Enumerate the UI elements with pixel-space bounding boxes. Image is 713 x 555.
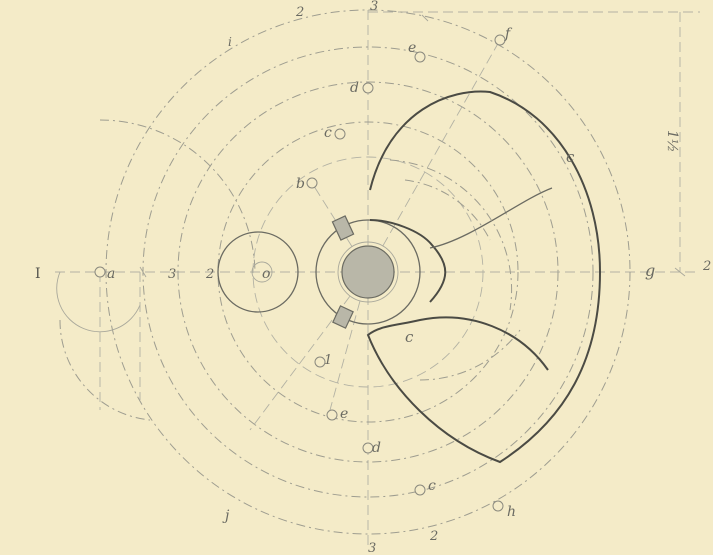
tick-right	[674, 267, 686, 277]
label-c-point: c	[324, 125, 332, 141]
label-3-bottom: 3	[368, 541, 376, 555]
roller-path-arc-lower	[59, 319, 151, 421]
point-d-upper	[362, 82, 374, 94]
point-f	[494, 34, 506, 46]
dimension-label: 1½	[664, 130, 680, 152]
label-3-left: 3	[168, 267, 176, 282]
cam-guide-1	[389, 159, 513, 311]
label-d-lower: d	[372, 440, 381, 456]
roller-a-arc	[56, 271, 141, 333]
label-e-lower: e	[340, 406, 348, 422]
follower-roller	[217, 231, 299, 313]
follower-pin	[251, 261, 273, 283]
cam-guide-2	[404, 179, 491, 241]
label-h: h	[507, 504, 516, 520]
label-j: j	[222, 508, 230, 524]
label-2-right: 2	[702, 259, 711, 274]
circle-e-path	[177, 81, 559, 463]
cam-outer-contour	[366, 90, 602, 464]
label-f: f	[504, 26, 513, 42]
point-e-upper	[414, 51, 426, 63]
label-2-left: 2	[205, 267, 214, 282]
label-g: g	[645, 261, 655, 280]
label-i: i	[228, 35, 232, 49]
point-d-lower	[362, 442, 374, 454]
label-2-top: 2	[295, 5, 304, 20]
shaft-ring	[337, 241, 399, 303]
label-curve-c-upper: c	[566, 148, 575, 166]
label-3-top: 3	[370, 0, 378, 14]
cam-inner-contour	[369, 219, 447, 303]
shaft-section	[341, 245, 395, 299]
label-c-lower-point: c	[428, 478, 436, 494]
circle-1	[217, 121, 519, 423]
label-roman-i: I	[35, 266, 41, 282]
label-e-upper: e	[408, 40, 416, 56]
radial-low	[249, 271, 369, 431]
point-e-lower	[326, 409, 338, 421]
point-l	[314, 356, 326, 368]
label-a-left: a	[107, 266, 115, 282]
point-c	[334, 128, 346, 140]
tick-left	[139, 266, 147, 278]
label-b: b	[296, 176, 305, 192]
set-screw-lower	[332, 305, 354, 329]
circle-3-outer	[105, 9, 631, 535]
cam-hub-outer	[315, 219, 421, 325]
tick-top	[421, 14, 429, 22]
label-2-bottom: 2	[429, 529, 438, 544]
label-d-upper: d	[350, 80, 359, 96]
set-screw-upper	[331, 215, 355, 241]
cam-groove-upper	[429, 187, 553, 249]
label-1: 1	[324, 353, 332, 368]
label-o: o	[262, 266, 270, 282]
label-curve-c-lower: c	[405, 328, 414, 346]
point-c-lower	[414, 484, 426, 496]
cam-guide-3	[419, 329, 521, 381]
circle-inner-path	[252, 156, 484, 388]
point-h	[492, 500, 504, 512]
roller-path-arc-upper	[99, 119, 256, 273]
point-b	[306, 177, 318, 189]
radial-f	[367, 39, 501, 273]
point-a-left	[94, 266, 106, 278]
